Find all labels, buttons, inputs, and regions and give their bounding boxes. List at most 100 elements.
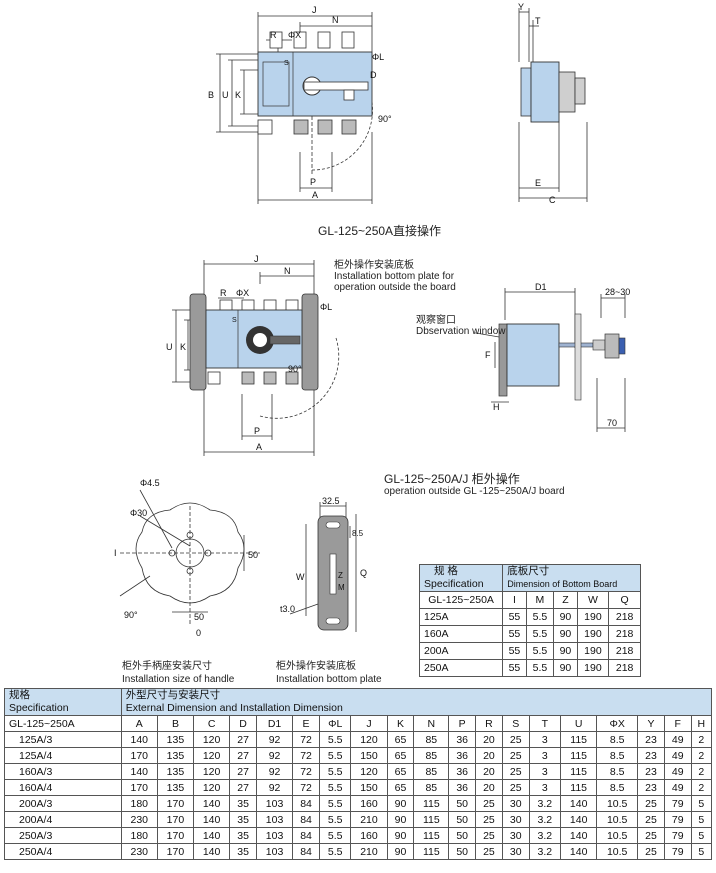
fig1-label-r: R bbox=[270, 30, 277, 40]
main-table-cell: 5.5 bbox=[318, 731, 352, 748]
main-table-cell: 170 bbox=[120, 779, 158, 796]
main-table-column-header: B bbox=[156, 715, 195, 732]
fig1-label-n: N bbox=[332, 15, 339, 25]
fig1-caption: GL-125~250A直接操作 bbox=[318, 224, 442, 238]
main-table-cell: 25 bbox=[501, 779, 530, 796]
main-table-cell: 140 bbox=[193, 811, 231, 828]
main-table-cell: 115 bbox=[560, 731, 598, 748]
main-table-cell: 140 bbox=[560, 795, 598, 812]
small-table-spec-header: 规 格 Specification bbox=[418, 564, 504, 592]
main-table-cell: 90 bbox=[386, 811, 415, 828]
small-table-cell: 55 bbox=[502, 642, 527, 660]
fig2-label-l: ΦL bbox=[320, 302, 332, 312]
main-table-cell: 30 bbox=[501, 811, 530, 828]
main-table-column-header: H bbox=[690, 715, 713, 732]
main-table-cell: 170 bbox=[156, 827, 195, 844]
main-table-cell: 27 bbox=[229, 731, 257, 748]
main-table-cell: 135 bbox=[156, 779, 195, 796]
main-table-cell: 35 bbox=[229, 843, 257, 860]
main-table-column-header: C bbox=[193, 715, 231, 732]
fig2-plate-note: 柜外操作安装底板 Installation bottom plate for o… bbox=[334, 260, 456, 293]
main-table-cell: 49 bbox=[663, 779, 692, 796]
main-table-cell: 5.5 bbox=[318, 795, 352, 812]
main-table-cell: 27 bbox=[229, 763, 257, 780]
main-table-spec-cell: 200A/4 bbox=[4, 811, 122, 828]
main-table-cell: 65 bbox=[386, 747, 415, 764]
main-table-cell: 90 bbox=[386, 795, 415, 812]
main-table-cell: 150 bbox=[350, 747, 388, 764]
main-table-cell: 92 bbox=[255, 779, 294, 796]
main-table-dim-header: 外型尺寸与安装尺寸 External Dimension and Install… bbox=[120, 688, 713, 716]
fig2-label-90: 90° bbox=[288, 364, 302, 374]
main-table-cell: 140 bbox=[193, 843, 231, 860]
small-table-cell: 55 bbox=[502, 659, 527, 677]
main-table-cell: 23 bbox=[637, 747, 665, 764]
main-table-cell: 25 bbox=[501, 763, 530, 780]
fig4-label-0: 0 bbox=[196, 628, 201, 638]
main-table-cell: 3.2 bbox=[528, 843, 562, 860]
main-table-cell: 120 bbox=[193, 731, 231, 748]
fig2-caption-cn: GL-125~250A/J 柜外操作 bbox=[384, 472, 520, 486]
fig3-label-h: H bbox=[493, 402, 500, 412]
fig1-side-drawing: Y T E C bbox=[518, 2, 588, 205]
fig2-label-u: U bbox=[166, 342, 173, 352]
main-table-cell: 180 bbox=[120, 795, 158, 812]
main-table-cell: 8.5 bbox=[596, 731, 639, 748]
main-table-cell: 5 bbox=[690, 827, 713, 844]
fig1-front-drawing: J N R ΦX S ΦL D B U K 90° P A bbox=[208, 5, 392, 204]
fig3-label-28-30: 28~30 bbox=[605, 287, 630, 297]
main-table-column-header: U bbox=[560, 715, 598, 732]
main-table-cell: 25 bbox=[637, 811, 665, 828]
main-table-cell: 135 bbox=[156, 763, 195, 780]
small-table-spec-cell: 250A bbox=[418, 659, 504, 677]
main-table-cell: 50 bbox=[448, 843, 477, 860]
main-table-cell: 10.5 bbox=[596, 843, 639, 860]
main-table-spec-cell: 160A/4 bbox=[4, 779, 122, 796]
main-table-spec-cell: 200A/3 bbox=[4, 795, 122, 812]
main-table-cell: 5.5 bbox=[318, 827, 352, 844]
fig1-label-d: D bbox=[370, 70, 377, 80]
main-table-cell: 36 bbox=[448, 731, 477, 748]
fig5-label-w: W bbox=[296, 572, 305, 582]
small-table-cell: 190 bbox=[576, 625, 610, 643]
main-table-column-header: A bbox=[120, 715, 158, 732]
main-table-cell: 103 bbox=[255, 795, 294, 812]
main-table-cell: 120 bbox=[193, 747, 231, 764]
fig1-label-k: K bbox=[235, 90, 241, 100]
main-table-column-header: K bbox=[386, 715, 415, 732]
small-table-cell: 90 bbox=[553, 659, 578, 677]
small-table-cell: 218 bbox=[608, 608, 641, 626]
main-table-cell: 92 bbox=[255, 731, 294, 748]
fig1-label-t: T bbox=[535, 16, 541, 26]
fig4-handle-drawing: Φ4.5 Φ30 I 50 50 90° 0 bbox=[114, 478, 260, 638]
main-table-cell: 49 bbox=[663, 731, 692, 748]
main-table-cell: 25 bbox=[475, 843, 503, 860]
main-table-cell: 3.2 bbox=[528, 811, 562, 828]
main-table-cell: 135 bbox=[156, 747, 195, 764]
fig4-label-90: 90° bbox=[124, 610, 138, 620]
main-table-cell: 20 bbox=[475, 731, 503, 748]
main-table-cell: 120 bbox=[193, 779, 231, 796]
main-table-cell: 50 bbox=[448, 811, 477, 828]
main-table-spec-cell: 125A/4 bbox=[4, 747, 122, 764]
main-table-cell: 90 bbox=[386, 827, 415, 844]
fig2-label-n: N bbox=[284, 266, 291, 276]
main-table-cell: 2 bbox=[690, 731, 713, 748]
main-table-cell: 210 bbox=[350, 811, 388, 828]
main-table-cell: 3 bbox=[528, 747, 562, 764]
fig1-label-u: U bbox=[222, 90, 229, 100]
main-table-cell: 140 bbox=[560, 843, 598, 860]
fig5-label-m: M bbox=[338, 583, 345, 592]
small-table-cell: 90 bbox=[553, 625, 578, 643]
small-table-cell: 5.5 bbox=[525, 608, 555, 626]
main-table-cell: 30 bbox=[501, 795, 530, 812]
main-table-cell: 84 bbox=[292, 827, 320, 844]
fig1-label-j: J bbox=[312, 5, 317, 15]
main-table-column-header: S bbox=[501, 715, 530, 732]
fig2-label-x: ΦX bbox=[236, 288, 249, 298]
main-table-column-header: N bbox=[413, 715, 450, 732]
